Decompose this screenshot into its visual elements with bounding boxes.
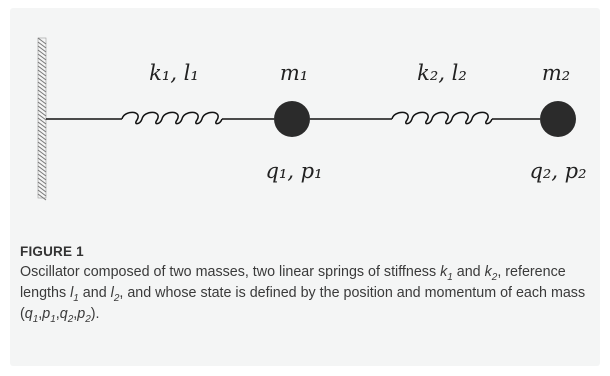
- figure-caption: FIGURE 1 Oscillator composed of two mass…: [20, 244, 590, 325]
- wall-hatch-line: [37, 161, 47, 169]
- fixed-wall: [37, 37, 47, 201]
- oscillator-diagram: k₁, l₁ m₁ k₂, l₂ m₂ q₁, p₁ q₂, p₂: [37, 37, 587, 201]
- wall-hatch-line: [37, 69, 47, 77]
- mass-2: [540, 101, 576, 137]
- wall-hatch-line: [37, 141, 47, 149]
- wall-hatch-line: [37, 109, 47, 117]
- wall-hatch-line: [37, 181, 47, 189]
- figure-card: k₁, l₁ m₁ k₂, l₂ m₂ q₁, p₁ q₂, p₂ FIGURE…: [10, 8, 600, 366]
- wall-hatch-line: [37, 85, 47, 93]
- wall-hatch-line: [37, 93, 47, 101]
- mass-1: [274, 101, 310, 137]
- wall-hatch-line: [37, 65, 47, 73]
- wall-hatch-line: [37, 77, 47, 85]
- mass-2-state-label: q₂, p₂: [529, 159, 586, 183]
- wall-hatch-line: [37, 61, 47, 69]
- wall-hatch-line: [37, 101, 47, 109]
- mass-1-state-label: q₁, p₁: [265, 159, 322, 183]
- caption-variable: q1: [24, 306, 39, 325]
- caption-variable: p1: [42, 306, 56, 325]
- wall-hatch-line: [37, 105, 47, 113]
- wall-hatch-line: [37, 177, 47, 185]
- wall-hatch-line: [37, 169, 47, 177]
- wall-hatch-line: [37, 117, 47, 125]
- wall-hatch-line: [37, 41, 47, 49]
- figure-caption-text: Oscillator composed of two masses, two l…: [20, 264, 586, 325]
- wall-hatch-line: [37, 145, 47, 153]
- wall-hatch-line: [37, 133, 47, 141]
- wall-hatch-line: [37, 73, 47, 81]
- wall-hatch-line: [37, 125, 47, 133]
- caption-variable: l2: [110, 285, 120, 304]
- wall-hatch-line: [37, 193, 47, 201]
- wall-hatch-line: [37, 97, 47, 105]
- figure-label: FIGURE 1: [20, 244, 84, 259]
- caption-variable: l1: [70, 285, 79, 304]
- wall-hatch-line: [37, 45, 47, 53]
- spring-2-label: k₂, l₂: [417, 61, 467, 85]
- wall-hatch-line: [37, 57, 47, 65]
- spring-1-label: k₁, l₁: [149, 61, 199, 85]
- wall-hatch-line: [37, 49, 47, 57]
- wall-hatch-line: [37, 149, 47, 157]
- wall-hatch-line: [37, 137, 47, 145]
- wall-hatch-line: [37, 89, 47, 97]
- wall-hatch-line: [37, 81, 47, 89]
- wall-hatching: [37, 37, 47, 201]
- wall-hatch-line: [37, 165, 47, 173]
- wall-hatch-line: [37, 129, 47, 137]
- spring-1: [121, 111, 223, 125]
- spring-2: [391, 111, 493, 125]
- wall-hatch-line: [37, 153, 47, 161]
- mass-2-label: m₂: [542, 61, 570, 85]
- wall-hatch-line: [37, 37, 47, 45]
- caption-variable: q2: [59, 306, 74, 325]
- wall-hatch-line: [37, 185, 47, 193]
- wall-hatch-line: [37, 173, 47, 181]
- wall-hatch-line: [37, 157, 47, 165]
- wall-face: [37, 37, 47, 199]
- caption-variable: k1: [440, 264, 453, 283]
- wall-hatch-line: [37, 113, 47, 121]
- wall-hatch-line: [37, 189, 47, 197]
- mass-1-label: m₁: [280, 61, 308, 85]
- caption-variable: p2: [77, 306, 91, 325]
- caption-variable: k2: [484, 264, 498, 283]
- wall-hatch-line: [37, 53, 47, 61]
- wall-hatch-line: [37, 121, 47, 129]
